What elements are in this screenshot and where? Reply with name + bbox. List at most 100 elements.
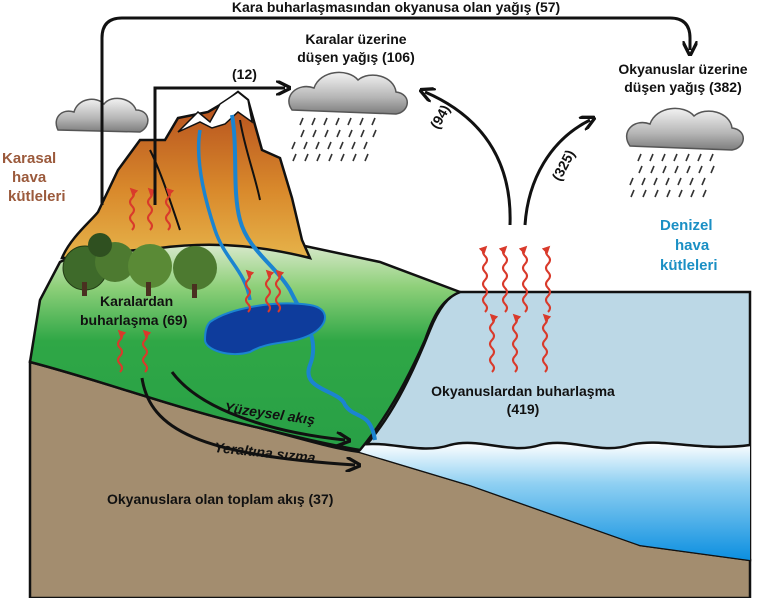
evaporation-arrow — [512, 313, 522, 373]
rain-streak — [641, 177, 646, 186]
evaporation-arrows — [117, 187, 552, 373]
land-rain-label-line1: Karalar üzerine — [305, 31, 406, 47]
flow-94-label: (94) — [427, 102, 453, 132]
snow-cap — [177, 91, 254, 133]
rain-streak — [324, 129, 329, 138]
rain-streak — [697, 153, 702, 162]
rain-streak — [304, 153, 309, 162]
rain-streak — [698, 165, 703, 174]
arrow-ocean-to-land-94 — [425, 92, 512, 226]
evaporation-arrow — [245, 269, 255, 313]
flow-325-label: (325) — [549, 147, 578, 183]
rain-streak — [359, 117, 364, 126]
ocean-deep — [358, 442, 750, 560]
rain-streak — [677, 177, 682, 186]
rain-streak — [336, 129, 341, 138]
rain-streak — [300, 129, 305, 138]
rain-streak — [364, 153, 369, 162]
land-evap-label-line1: Karalardan — [100, 293, 173, 309]
rain-streak — [673, 153, 678, 162]
rain-streak — [642, 189, 647, 198]
rain-streak — [674, 165, 679, 174]
ocean-surface-wave — [357, 441, 751, 450]
rain-streak — [629, 177, 634, 186]
rain-streak — [363, 141, 368, 150]
cloud-ocean-rain — [625, 107, 744, 151]
rain-streak — [654, 189, 659, 198]
rain-streak — [323, 117, 328, 126]
ocean-rain-label-line2: düşen yağış (382) — [624, 79, 742, 95]
rain-streak — [340, 153, 345, 162]
arrow-ocean-to-ocean-325 — [523, 120, 590, 226]
ocean-evap-label-line1: Okyanuslardan buharlaşma — [431, 383, 615, 399]
rain-streak — [662, 165, 667, 174]
rain-streak — [661, 153, 666, 162]
rain-streak — [348, 129, 353, 138]
evaporation-arrow — [478, 245, 488, 313]
rain-streak — [372, 129, 377, 138]
evaporation-arrow — [498, 245, 508, 313]
rain-streak — [630, 189, 635, 198]
land-rain-label-line2: düşen yağış (106) — [297, 49, 415, 65]
evaporation-arrow — [117, 329, 127, 373]
river-1 — [196, 129, 252, 301]
flow-12-label: (12) — [232, 66, 257, 82]
rain-streak — [653, 177, 658, 186]
evaporation-arrow — [489, 313, 499, 373]
land-air-mass-line1: Karasal — [2, 150, 56, 167]
arrow-surface-runoff — [170, 371, 345, 440]
ocean-evap-label-line2: (419) — [507, 401, 540, 417]
cloud-land-rain — [288, 71, 408, 115]
total-runoff-label: Okyanuslara olan toplam akış (37) — [107, 491, 333, 507]
rain-streak — [328, 153, 333, 162]
rain-streak — [351, 141, 356, 150]
rain-streak — [360, 129, 365, 138]
rain-streak — [666, 189, 671, 198]
mountain-ridge-line-2 — [239, 119, 261, 201]
rain-streak — [686, 165, 691, 174]
marine-air-mass-line3: kütleleri — [660, 257, 718, 274]
rain-streak — [637, 153, 642, 162]
rain-streak — [347, 117, 352, 126]
rain-streak — [303, 141, 308, 150]
land-evap-label-line2: buharlaşma (69) — [80, 312, 187, 328]
rain-streak — [649, 153, 654, 162]
land-air-mass-line2: hava — [12, 169, 47, 186]
evaporation-arrow — [265, 269, 275, 313]
rain-streak — [701, 177, 706, 186]
rain-streak — [335, 117, 340, 126]
evaporation-arrow — [147, 187, 157, 231]
rain-streak — [710, 165, 715, 174]
rain-streak — [678, 189, 683, 198]
rain-streak — [685, 153, 690, 162]
rain-streak — [371, 117, 376, 126]
rain-streak — [315, 141, 320, 150]
arrow-recycle-12 — [153, 88, 285, 205]
top-label: Kara buharlaşmasından okyanusa olan yağı… — [232, 0, 560, 15]
rain-streak — [291, 141, 296, 150]
marine-air-mass-line1: Denizel — [660, 217, 713, 234]
evaporation-arrow — [165, 187, 175, 231]
rain-streak — [327, 141, 332, 150]
rain-streak — [638, 165, 643, 174]
rain-land — [291, 117, 377, 162]
rain-streak — [665, 177, 670, 186]
forest — [62, 233, 217, 298]
evaporation-arrow — [518, 245, 528, 313]
rain-streak — [709, 153, 714, 162]
rain-streak — [689, 177, 694, 186]
rain-streak — [339, 141, 344, 150]
evaporation-arrow — [129, 187, 139, 231]
rain-streak — [690, 189, 695, 198]
rain-streak — [311, 117, 316, 126]
mountain-ridge-line — [149, 149, 181, 231]
lake — [203, 302, 326, 356]
arrow-infiltration — [140, 377, 355, 465]
rain-streak — [316, 153, 321, 162]
rain-streak — [650, 165, 655, 174]
rain-streak — [702, 189, 707, 198]
arrow-land-to-ocean-57 — [100, 16, 690, 205]
evaporation-arrow — [542, 313, 552, 373]
